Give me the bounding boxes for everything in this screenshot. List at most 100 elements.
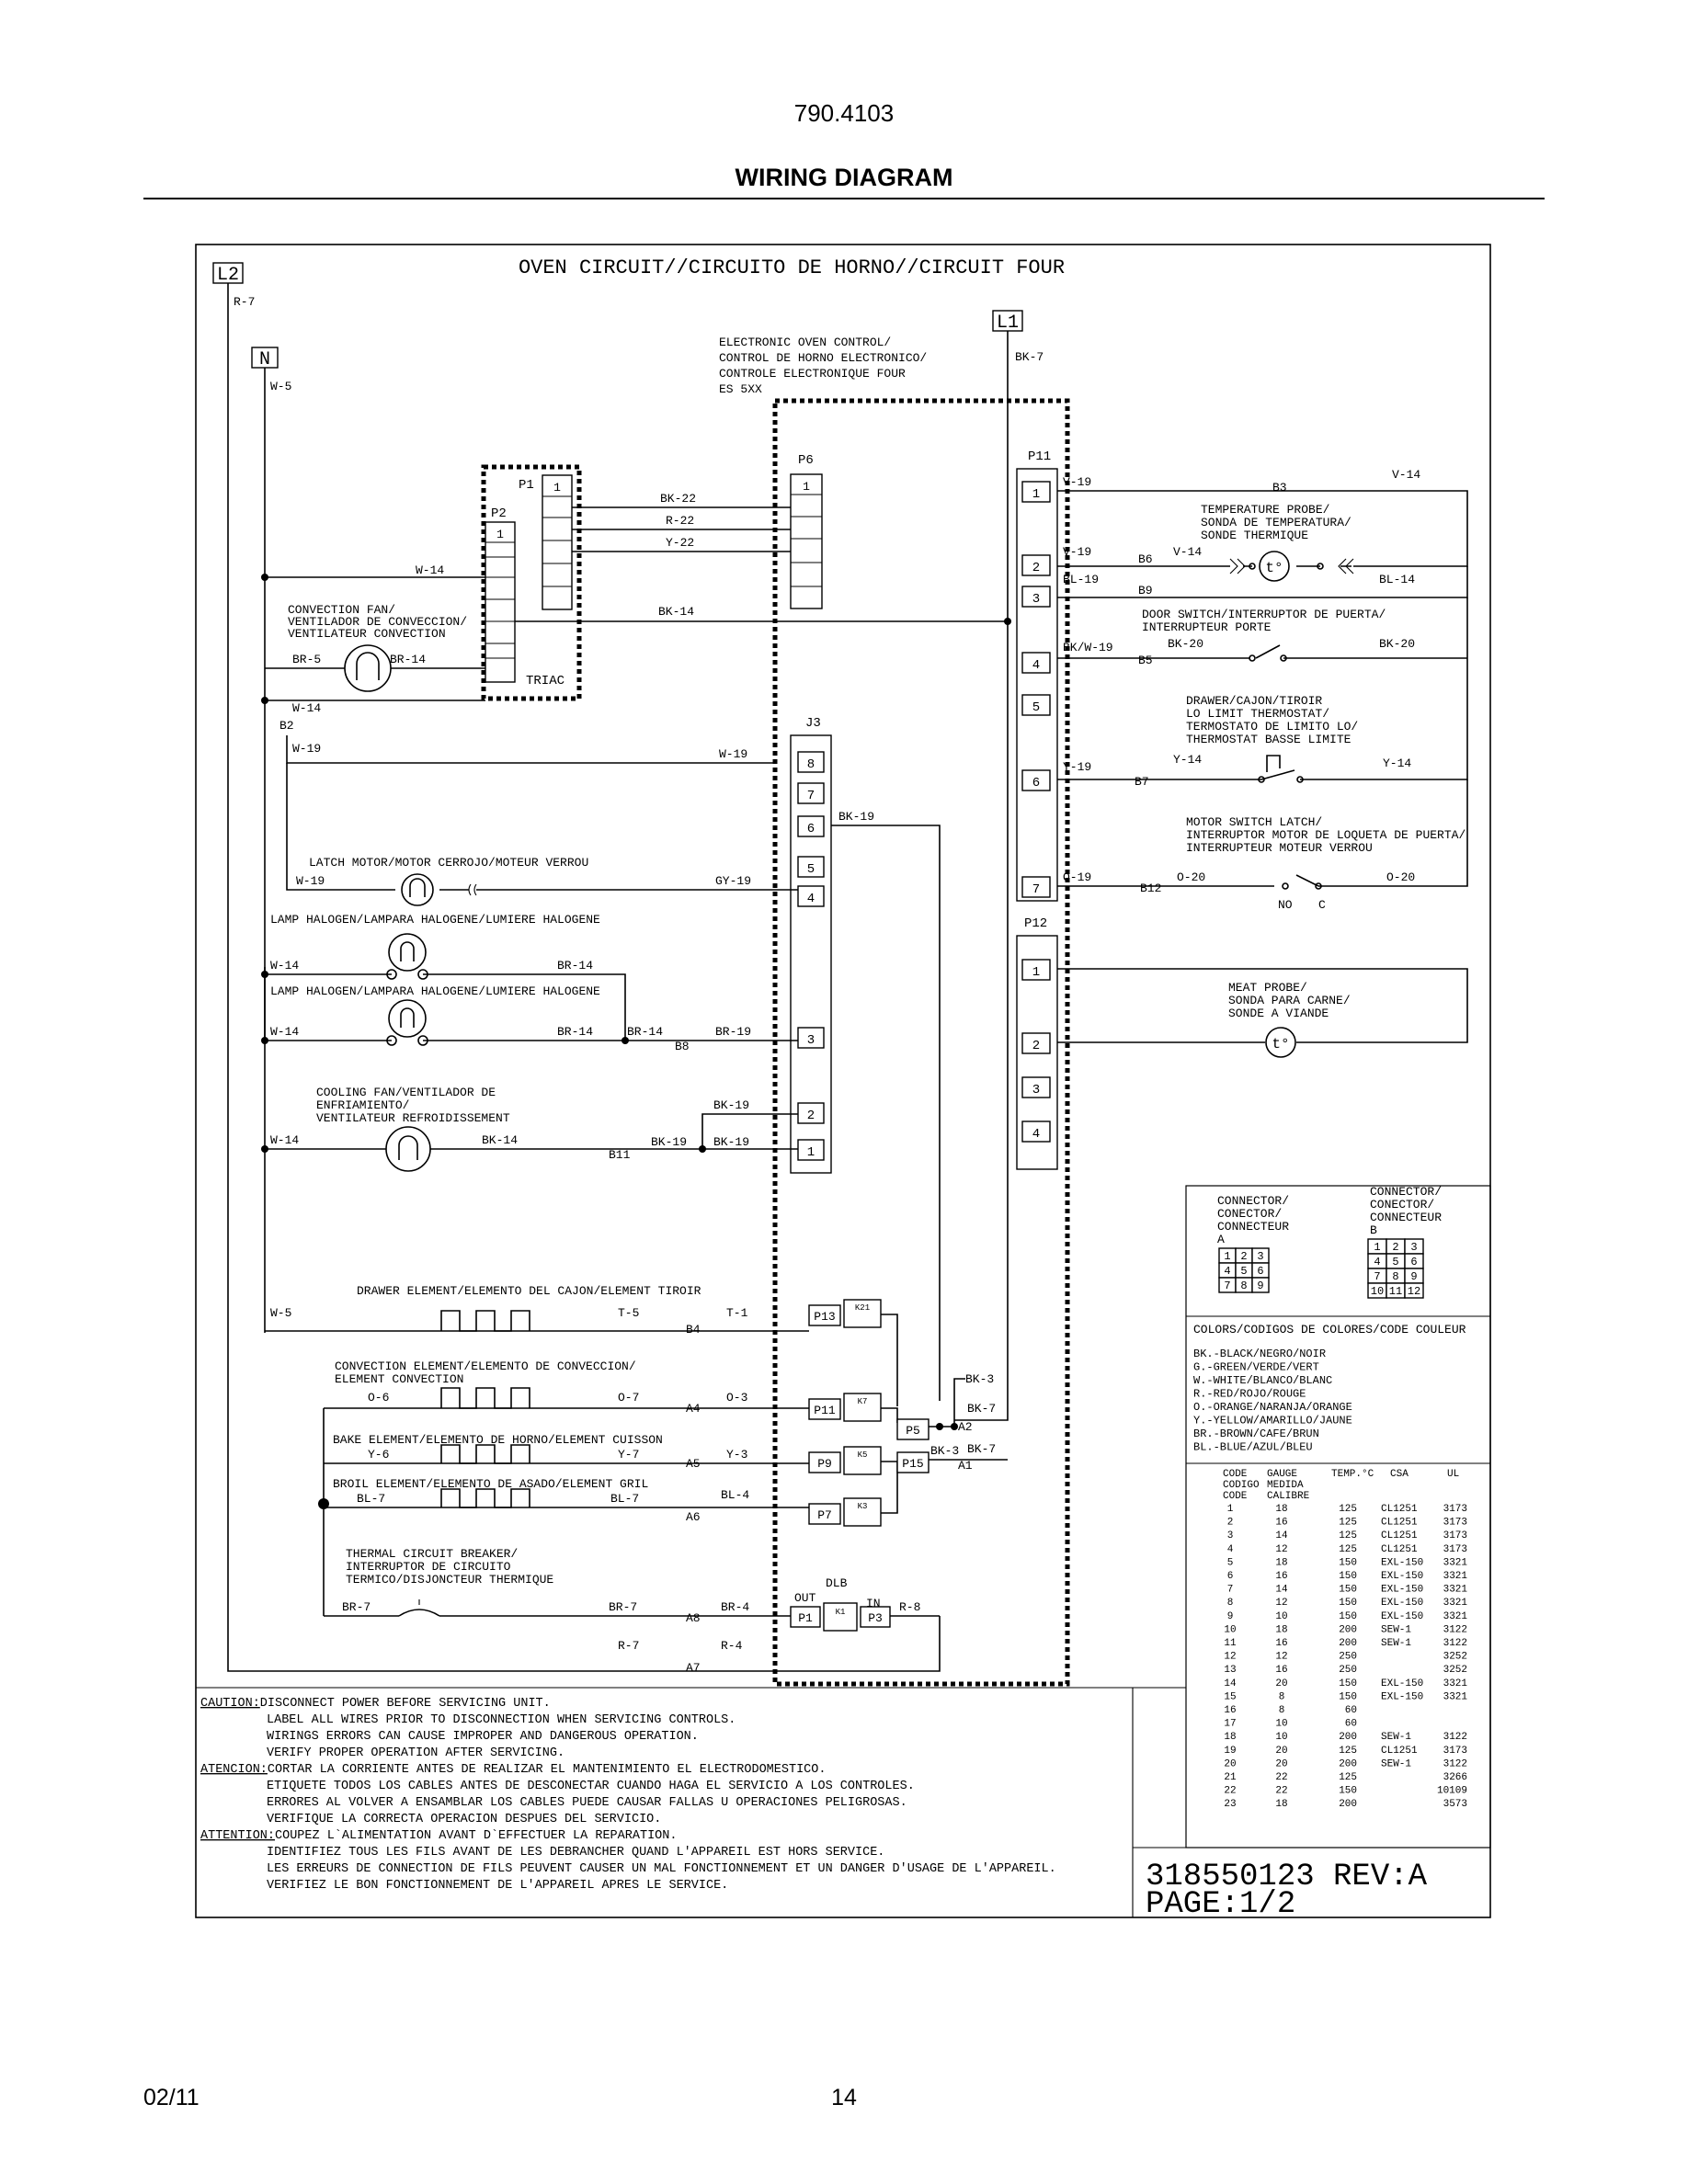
wire-label-o7: O-7 — [618, 1391, 639, 1405]
gauge-cell: 3173 — [1443, 1544, 1467, 1555]
svg-text:2: 2 — [1032, 561, 1040, 575]
connector-a-grid-cell-label: 9 — [1257, 1280, 1263, 1292]
gauge-cell: 3122 — [1443, 1624, 1467, 1635]
connector-b-grid-cell-label: 5 — [1392, 1256, 1398, 1268]
gauge-cell: 9 — [1227, 1611, 1234, 1622]
wire-label-y14-1: Y-14 — [1173, 753, 1202, 767]
svg-text:K7: K7 — [858, 1397, 868, 1406]
gauge-cell: 150 — [1339, 1571, 1357, 1582]
gauge-cell: 22 — [1275, 1772, 1287, 1783]
gauge-cell: 125 — [1339, 1504, 1357, 1515]
connector-j3 — [790, 734, 832, 1174]
gauge-cell: 200 — [1339, 1732, 1357, 1743]
gauge-cell: CL1251 — [1381, 1530, 1418, 1541]
node-a5: A5 — [686, 1457, 701, 1471]
svg-text:4: 4 — [1032, 658, 1040, 673]
gauge-cell: 6 — [1227, 1571, 1234, 1582]
svg-text:1: 1 — [553, 481, 561, 495]
wire-label-w19-latch: W-19 — [296, 874, 325, 888]
drawer-element-label: DRAWER ELEMENT/ELEMENTO DEL CAJON/ELEMEN… — [357, 1284, 701, 1298]
bus-lines — [227, 283, 1009, 1672]
lamp1-label: LAMP HALOGEN/LAMPARA HALOGENE/LUMIERE HA… — [270, 913, 600, 927]
svg-text:TEMP.°C: TEMP.°C — [1331, 1469, 1374, 1480]
connector-a-label-2: CONECTOR/ — [1217, 1207, 1282, 1221]
svg-text:P1: P1 — [798, 1611, 813, 1625]
triac-board-boundary — [481, 464, 582, 701]
connector-a-grid-cell-label: 5 — [1240, 1265, 1247, 1278]
lamp2-label: LAMP HALOGEN/LAMPARA HALOGENE/LUMIERE HA… — [270, 984, 600, 998]
gauge-cell: CL1251 — [1381, 1746, 1418, 1757]
caution-line: VERIFIEZ LE BON FONCTIONNEMENT DE L'APPA… — [267, 1879, 728, 1893]
wire-label-v19-1: V-19 — [1063, 475, 1091, 489]
wire-label-r22: R-22 — [666, 514, 694, 528]
connector-a-grid-cell-label: 8 — [1240, 1280, 1247, 1292]
connector-a-grid-cell-label: 4 — [1224, 1265, 1230, 1278]
motor-switch-label-1: MOTOR SWITCH LATCH/ — [1186, 815, 1322, 829]
wire-label-br5: BR-5 — [292, 653, 321, 666]
terminal-n: N — [251, 347, 279, 370]
wire-label-v19-2: V-19 — [1063, 545, 1091, 559]
colors-title: COLORS/CODIGOS DE COLORES/CODE COULEUR — [1193, 1323, 1466, 1337]
conv-element-label-2: ELEMENT CONVECTION — [335, 1372, 463, 1386]
caution-line: WIRINGS ERRORS CAN CAUSE IMPROPER AND DA… — [267, 1730, 699, 1744]
terminal-l1: L1 — [992, 310, 1023, 334]
gauge-cell: 1 — [1227, 1504, 1234, 1515]
wire-label-bk14-mid: BK-14 — [658, 605, 694, 619]
switch-no-label: NO — [1278, 898, 1293, 912]
conv-fan-label-3: VENTILATEUR CONVECTION — [288, 627, 446, 641]
svg-text:4: 4 — [1032, 1127, 1040, 1142]
gauge-cell: 5 — [1227, 1557, 1234, 1568]
node-b7: B7 — [1135, 775, 1149, 789]
connector-a-grid-cell-label: 7 — [1224, 1280, 1230, 1292]
gauge-cell: 16 — [1275, 1665, 1287, 1676]
svg-text:P5: P5 — [906, 1424, 920, 1438]
broil-element — [323, 1488, 809, 1616]
gauge-cell: 60 — [1345, 1719, 1357, 1730]
conv-fan-label-1: CONVECTION FAN/ — [288, 603, 395, 617]
latch-motor — [286, 763, 798, 906]
node-a6: A6 — [686, 1510, 701, 1524]
node-b9: B9 — [1138, 584, 1153, 597]
conv-fan-label-2: VENTILADOR DE CONVECCION/ — [288, 615, 467, 629]
svg-text:K3: K3 — [858, 1502, 868, 1511]
wire-label-br14-fan: BR-14 — [390, 653, 426, 666]
connector-b-grid-cell-label: 6 — [1410, 1256, 1417, 1268]
connector-b-grid-cell-label: 2 — [1392, 1241, 1398, 1254]
wire-label-bk14-cool: BK-14 — [482, 1133, 518, 1147]
svg-text:t°: t° — [1272, 1036, 1289, 1052]
wire-label-br7-breaker-2: BR-7 — [609, 1600, 637, 1614]
wire-label-t5: T-5 — [618, 1306, 639, 1320]
wire-label-bl7-broil-2: BL-7 — [610, 1492, 639, 1506]
svg-text:5: 5 — [807, 862, 815, 877]
gauge-cell: 150 — [1339, 1611, 1357, 1622]
node-b8: B8 — [675, 1040, 690, 1053]
gauge-cell: 3321 — [1443, 1691, 1468, 1702]
svg-text:L1: L1 — [997, 313, 1019, 334]
wire-label-bl4: BL-4 — [721, 1488, 749, 1502]
gauge-cell: 3321 — [1443, 1585, 1468, 1596]
connector-b-grid-cell-label: 11 — [1389, 1285, 1402, 1298]
svg-text:P3: P3 — [868, 1611, 883, 1625]
svg-text:6: 6 — [1032, 776, 1040, 791]
svg-text:CODE: CODE — [1223, 1491, 1248, 1502]
temp-probe-label-1: TEMPERATURE PROBE/ — [1201, 503, 1330, 517]
svg-text:K5: K5 — [858, 1450, 868, 1460]
gauge-cell: 125 — [1339, 1544, 1357, 1555]
caution-line: IDENTIFIEZ TOUS LES FILS AVANT DE LES DE… — [267, 1846, 884, 1860]
connector-b-grid-cell-label: 10 — [1371, 1285, 1384, 1298]
svg-text:7: 7 — [1032, 882, 1040, 897]
node-b12: B12 — [1140, 882, 1161, 895]
gauge-cell: 250 — [1339, 1652, 1357, 1663]
wire-label-y6: Y-6 — [368, 1448, 389, 1462]
gauge-cell: EXL-150 — [1381, 1691, 1423, 1702]
lamp-halogen-2 — [265, 999, 798, 1046]
control-label-3: CONTROLE ELECTRONIQUE FOUR — [719, 367, 906, 381]
node-b3: B3 — [1272, 481, 1287, 495]
door-switch — [1057, 597, 1468, 662]
gauge-cell: 23 — [1224, 1799, 1236, 1810]
gauge-cell: 3321 — [1443, 1611, 1468, 1622]
triac-label: TRIAC — [526, 674, 565, 688]
svg-text:GAUGE: GAUGE — [1267, 1469, 1297, 1480]
gauge-table-header: CODE CODIGO CODE GAUGE MEDIDA CALIBRE TE… — [1223, 1469, 1459, 1502]
gauge-cell: 3321 — [1443, 1678, 1468, 1689]
